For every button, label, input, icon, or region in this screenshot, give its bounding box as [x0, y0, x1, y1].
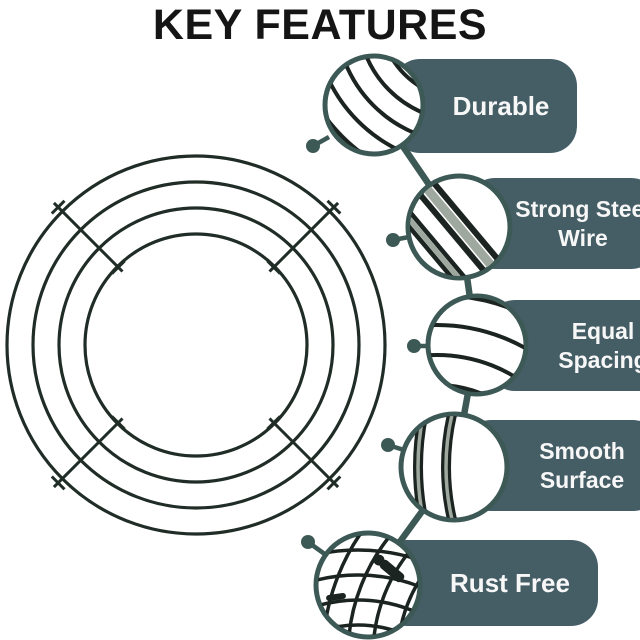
feature-label: Smooth Surface: [539, 437, 625, 493]
wreath-ring-2: [31, 180, 361, 510]
leader-pin-dot: [301, 535, 315, 549]
wreath-frame: [5, 154, 387, 536]
leader-pin-dot: [381, 438, 395, 452]
leader-pin-dot: [306, 139, 320, 153]
connector-3-4: [460, 389, 472, 419]
feature-label: Rust Free: [450, 567, 570, 598]
wire-clamp-small: [326, 593, 346, 601]
wreath-ring-outer: [5, 154, 387, 536]
page-title: KEY FEATURES: [152, 1, 488, 49]
magnifier-connectors: [395, 141, 474, 547]
wreath-crossbar-upper-left: [50, 199, 126, 275]
leader-pin-dot: [386, 233, 400, 247]
feature-badge-strong-steel-wire: Strong Steel Wire: [468, 178, 640, 269]
connector-2-3: [463, 273, 474, 302]
feature-label: Equal Spacing: [558, 317, 640, 373]
feature-label: Durable: [452, 90, 550, 121]
feature-label: Strong Steel Wire: [515, 195, 640, 251]
leader-pin-dot: [407, 339, 421, 353]
leader-pins: [301, 135, 429, 557]
feature-badge-equal-spacing: Equal Spacing: [488, 300, 640, 391]
wreath-ring-inner: [83, 232, 309, 458]
wreath-crossbar-upper-right: [266, 199, 342, 275]
wreath-crossbar-lower-left: [50, 415, 126, 491]
feature-badge-smooth-surface: Smooth Surface: [464, 420, 640, 511]
wreath-crossbar-lower-right: [266, 415, 342, 491]
feature-badge-rust-free: Rust Free: [380, 540, 598, 626]
connector-4-5: [395, 506, 427, 547]
feature-badge-durable: Durable: [393, 59, 577, 153]
wreath-ring-3: [57, 206, 335, 484]
